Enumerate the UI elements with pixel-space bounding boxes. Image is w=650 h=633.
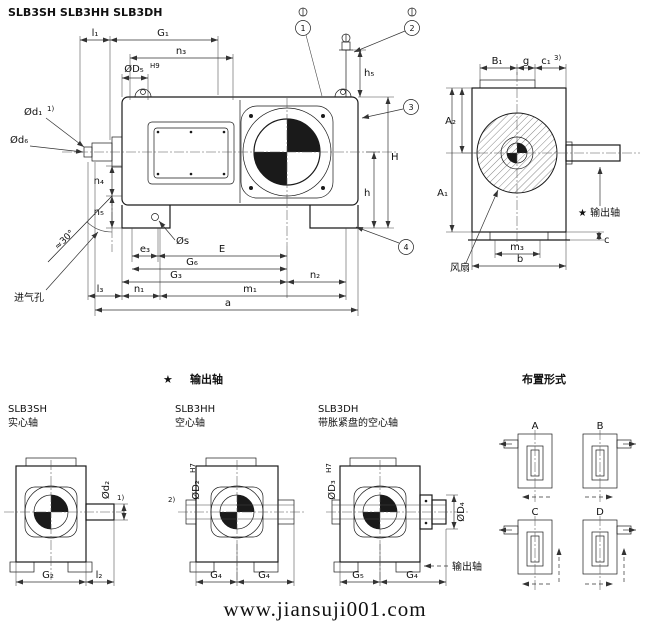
callout-4: 4 xyxy=(403,243,408,252)
output-section-header: ★ 输出轴 布置形式 xyxy=(163,372,566,386)
dim-n1: n₁ xyxy=(134,284,144,295)
dim-E: E xyxy=(219,244,225,255)
end-view: B₁ g c₁ 3) A₂ A₁ m₃ b c 风扇 ★ 输出轴 xyxy=(437,54,640,274)
arrangement-B-label: B xyxy=(597,421,604,432)
watermark: www.jiansuji001.com xyxy=(223,597,426,621)
variant2-type: 空心轴 xyxy=(175,416,205,429)
dim-h5: h₅ xyxy=(364,68,374,79)
foot-bolt-hole xyxy=(151,213,159,221)
dim-G6: G₆ xyxy=(186,257,198,268)
dim-G4-right: G₄ xyxy=(258,570,270,581)
shaft-bore-symbol xyxy=(287,119,320,152)
output-header-star: ★ xyxy=(163,373,173,386)
dim-D3: ØD₃ xyxy=(326,480,338,500)
dim-d2: Ød₂ xyxy=(100,481,112,499)
dim-D3-tolerance: H7 xyxy=(325,463,333,473)
output-shaft-label: ★ 输出轴 xyxy=(578,206,620,219)
callout-1: 1 xyxy=(300,24,305,33)
variant3-output-label: 输出轴 xyxy=(452,560,482,573)
variant-hollow-shaft: SLB3HH 空心轴 ØD₂ H7 2) G₄ G₄ xyxy=(168,404,304,586)
arrangement-C: C xyxy=(499,507,562,590)
dim-H: H xyxy=(391,152,399,163)
dim-n3: n₃ xyxy=(176,46,186,57)
arrangement-D: D xyxy=(582,507,636,590)
dim-D4: ØD₄ xyxy=(455,502,467,522)
dim-G4-left: G₄ xyxy=(210,570,222,581)
callout-balloons: 1 2 3 4 xyxy=(295,7,420,255)
main-view-dimensions: l₁ G₁ n₃ ØD₅ H9 h₅ H h Ød₁ 1) Ød₆ xyxy=(10,28,399,316)
dim-b: b xyxy=(517,254,523,265)
dim-D2-note: 2) xyxy=(168,496,175,504)
variant1-model: SLB3SH xyxy=(8,404,47,415)
dim-l3: l₃ xyxy=(97,284,104,295)
main-view: 1 2 3 4 l₁ G₁ n₃ ØD₅ xyxy=(10,7,420,316)
dim-G5: G₅ xyxy=(352,570,364,581)
variant2-model: SLB3HH xyxy=(175,404,215,415)
dim-l2: l₂ xyxy=(96,570,103,581)
dim-n4: n₄ xyxy=(94,176,104,187)
dim-n2: n₂ xyxy=(310,270,320,281)
arrangement-A-label: A xyxy=(532,421,539,432)
dim-B1: B₁ xyxy=(492,56,503,67)
dim-d1-note: 1) xyxy=(47,105,54,113)
dim-c1: c₁ xyxy=(541,56,551,67)
dim-a: a xyxy=(225,298,231,309)
gearbox-housing xyxy=(47,33,396,263)
dim-n5: n₅ xyxy=(94,207,104,218)
arrangement-A: A xyxy=(499,421,553,502)
breather-icon xyxy=(339,33,353,97)
end-view-housing xyxy=(462,72,640,248)
dim-l1: l₁ xyxy=(92,28,99,39)
callout-2: 2 xyxy=(409,24,414,33)
dim-g: g xyxy=(523,56,529,67)
callout-3: 3 xyxy=(408,103,413,112)
dim-d1: Ød₁ xyxy=(24,106,42,118)
dim-G2: G₂ xyxy=(42,570,54,581)
dim-G1: G₁ xyxy=(157,28,169,39)
sheet-title: SLB3SH SLB3HH SLB3DH xyxy=(8,6,162,19)
dim-c1-note: 3) xyxy=(554,54,561,62)
arrangement-header: 布置形式 xyxy=(522,372,566,386)
dim-D2: ØD₂ xyxy=(190,480,202,500)
fan-label: 风扇 xyxy=(450,261,470,274)
arrangement-B: B xyxy=(582,421,636,502)
dim-m1: m₁ xyxy=(243,284,257,295)
dim-A1: A₁ xyxy=(437,188,448,199)
variant-shrink-disk: SLB3DH 带胀紧盘的空心轴 ØD₃ H7 ØD₄ 输出轴 G₅ G₄ xyxy=(318,404,482,586)
dim-h: h xyxy=(364,188,370,199)
air-inlet-label: 进气孔 xyxy=(14,291,44,304)
variant3-model: SLB3DH xyxy=(318,404,358,415)
dim-G4-v3: G₄ xyxy=(406,570,418,581)
dim-D2-tolerance: H7 xyxy=(189,463,197,473)
dim-c: c xyxy=(604,235,610,246)
arrangement-forms: A B C xyxy=(499,421,636,590)
dim-d2-note: 1) xyxy=(117,494,124,502)
dim-m3: m₃ xyxy=(510,242,524,253)
dim-G3: G₃ xyxy=(170,270,182,281)
output-header-label: 输出轴 xyxy=(190,372,223,386)
variant-solid-shaft: SLB3SH 实心轴 Ød₂ 1) G₂ l₂ xyxy=(4,404,128,586)
variant3-type: 带胀紧盘的空心轴 xyxy=(318,416,398,429)
arrangement-C-label: C xyxy=(532,507,539,518)
dim-D5-tolerance: H9 xyxy=(150,62,160,70)
end-view-dimensions: B₁ g c₁ 3) A₂ A₁ m₃ b c 风扇 ★ 输出轴 xyxy=(437,54,620,274)
dim-D5: ØD₅ xyxy=(124,63,144,75)
dim-e3: e₃ xyxy=(140,244,150,255)
dim-s: Øs xyxy=(176,235,189,247)
variant1-type: 实心轴 xyxy=(8,416,38,429)
dim-d6: Ød₆ xyxy=(10,134,28,146)
dim-A2: A₂ xyxy=(445,116,456,127)
arrangement-D-label: D xyxy=(596,507,604,518)
angle-label: ≈30° xyxy=(53,228,77,252)
